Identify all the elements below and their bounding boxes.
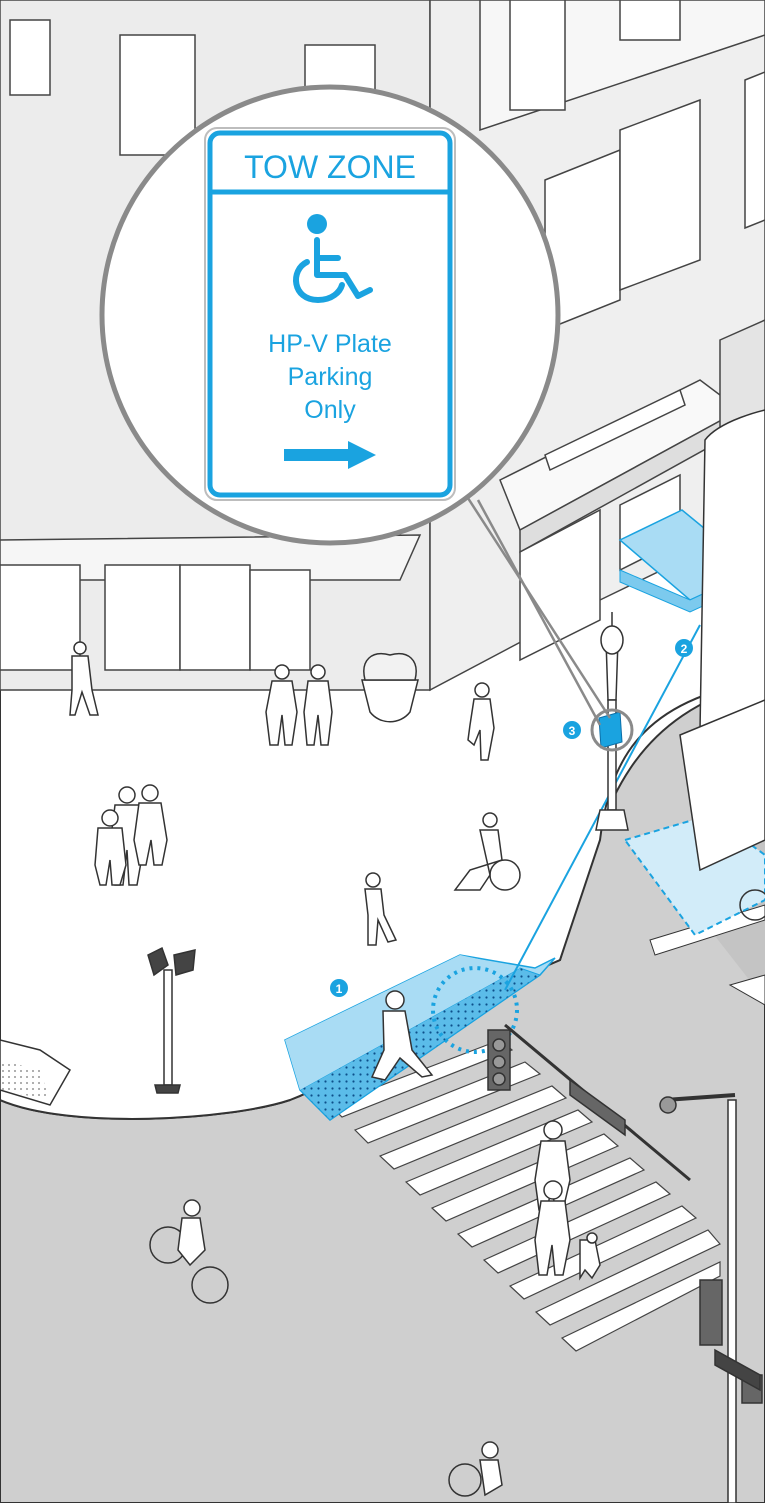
tow-zone-sign: TOW ZONE HP-V Plate Parking Only: [205, 128, 455, 500]
svg-text:3: 3: [569, 724, 576, 738]
planter: [362, 654, 418, 722]
svg-text:1: 1: [336, 982, 343, 996]
sign-line-3: Only: [304, 396, 356, 424]
dog: [580, 1233, 600, 1278]
sign-header: TOW ZONE: [244, 149, 416, 185]
sign-line-1: HP-V Plate: [268, 330, 392, 358]
sign-line-2: Parking: [288, 363, 373, 391]
svg-text:2: 2: [681, 642, 688, 656]
marker-1: 1: [330, 979, 348, 997]
marker-2: 2: [675, 639, 693, 657]
marker-3: 3: [563, 721, 581, 739]
